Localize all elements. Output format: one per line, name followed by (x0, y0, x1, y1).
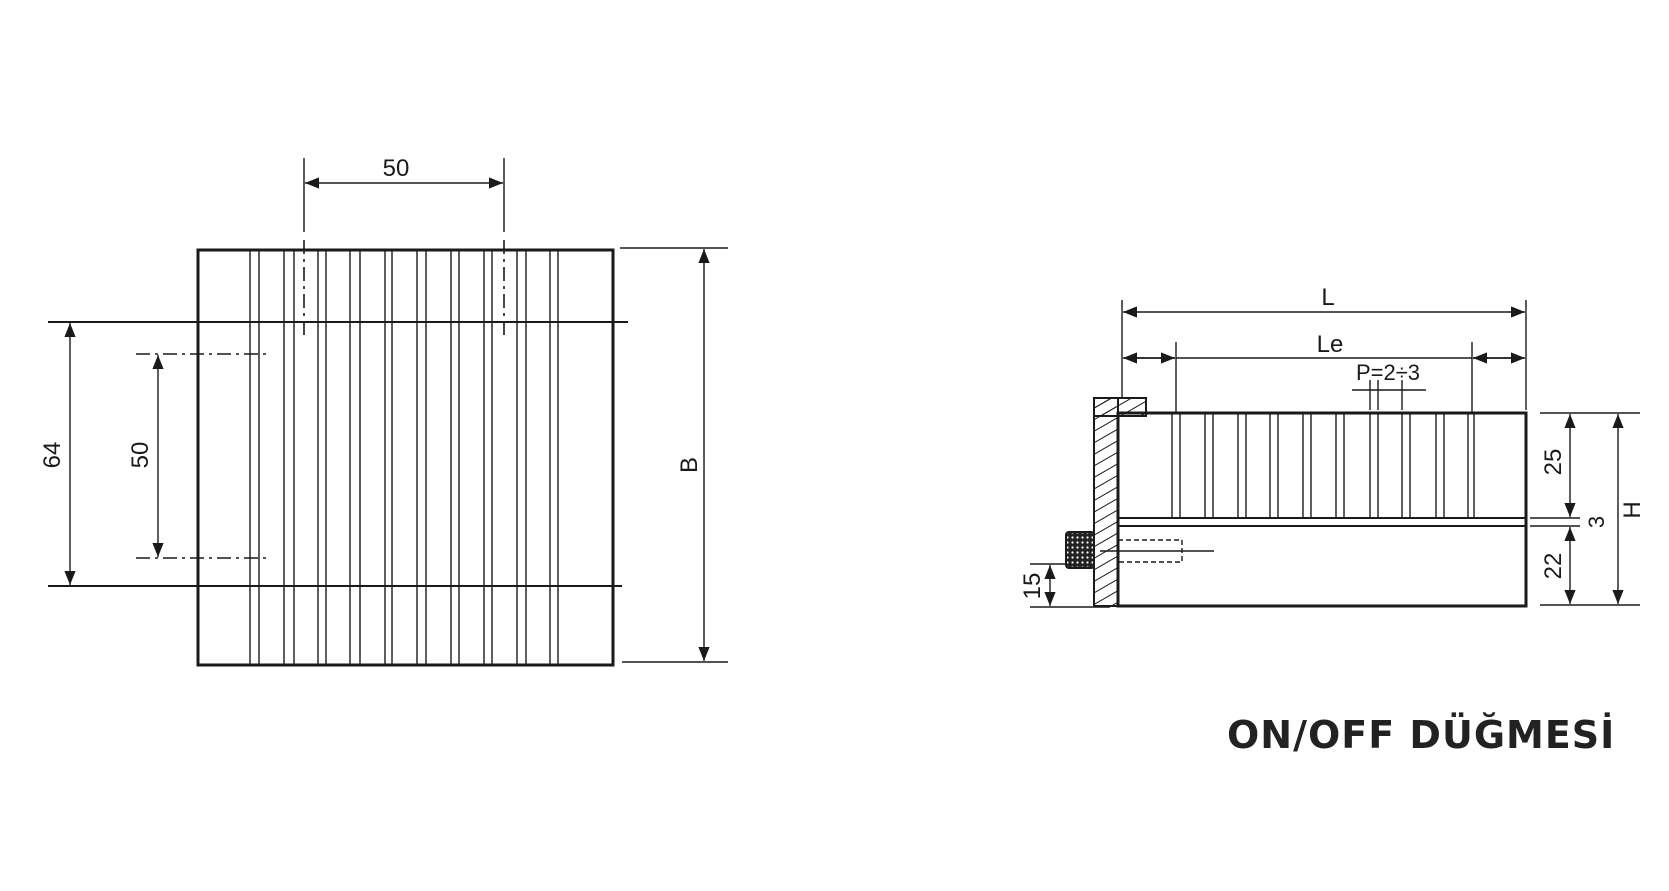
dim-label-b: B (676, 457, 703, 473)
on-off-knob (1065, 531, 1095, 569)
dim-label-15: 15 (1019, 573, 1046, 600)
pole-strips (249, 250, 559, 665)
dim-label-3: 3 (1584, 516, 1609, 528)
caption-on-off-button: ON/OFF DÜĞMESİ (1227, 713, 1615, 757)
side-view-body (1116, 411, 1528, 608)
face-plate-flange (1093, 397, 1147, 417)
dim-label-pitch: P=2÷3 (1356, 360, 1420, 385)
dim-label-h: H (1619, 501, 1646, 518)
dim-label-le: Le (1317, 331, 1344, 358)
side-view: L Le P=2÷3 25 22 3 H 15 (1019, 284, 1646, 608)
top-view: 50 64 50 B (39, 155, 728, 667)
side-fins (1171, 414, 1475, 518)
dim-label-25: 25 (1540, 449, 1567, 476)
dim-label-inner-50: 50 (127, 442, 154, 469)
dim-label-l: L (1321, 284, 1334, 311)
dim-label-64: 64 (39, 442, 66, 469)
dim-label-top-50: 50 (383, 155, 410, 182)
face-plate (1093, 397, 1119, 607)
dim-label-22: 22 (1540, 553, 1567, 580)
top-view-body (196, 248, 615, 667)
